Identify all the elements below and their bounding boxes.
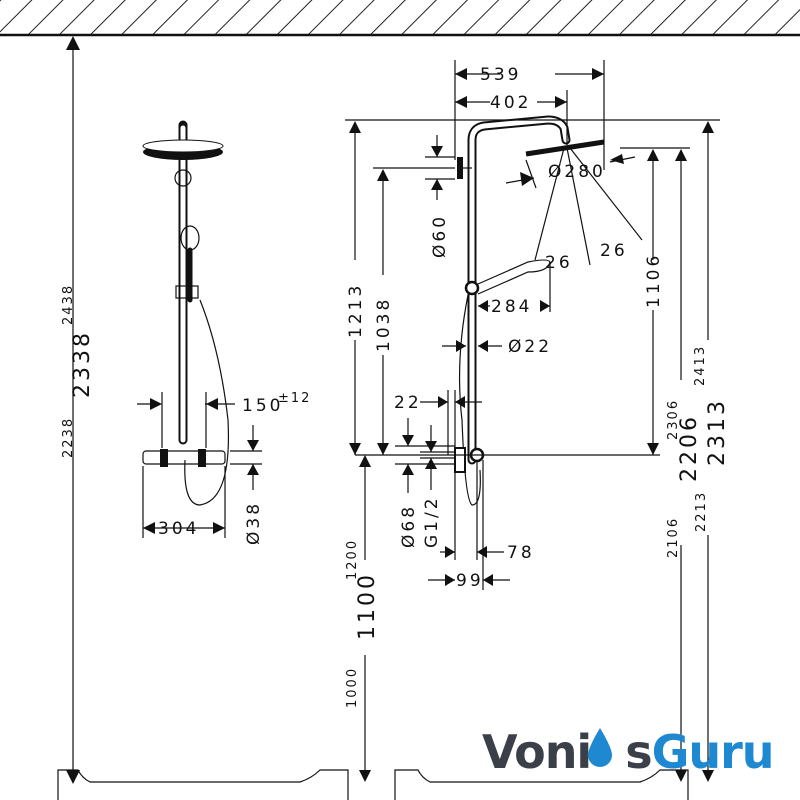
logo-text-c: Guru bbox=[652, 725, 774, 779]
left-shower-column bbox=[142, 120, 230, 506]
dim-inlet-tolerance: ±12 bbox=[278, 391, 311, 406]
dim-height-2206: 2206 bbox=[677, 414, 702, 482]
dim-bracket-diameter: Ø60 bbox=[430, 214, 450, 258]
logo-text-a: Voni bbox=[482, 725, 591, 779]
dim-height-1106: 1106 bbox=[644, 253, 664, 308]
dim-height-2106: 2106 bbox=[666, 517, 681, 558]
left-dimensions bbox=[66, 36, 262, 784]
floor-right bbox=[394, 769, 689, 800]
dim-angle-right: 26 bbox=[600, 241, 628, 261]
dim-mount-max: 1200 bbox=[345, 539, 360, 580]
dim-arm-reach-total: 539 bbox=[480, 65, 521, 85]
dim-mount-nominal: 1100 bbox=[355, 572, 380, 640]
floor-left bbox=[57, 769, 349, 800]
dim-depth-78: 78 bbox=[507, 543, 535, 563]
ceiling-hatch bbox=[0, 0, 800, 37]
dim-height-1038: 1038 bbox=[374, 297, 394, 352]
dim-height-2306: 2306 bbox=[666, 399, 681, 440]
dim-height-2313: 2313 bbox=[705, 398, 730, 466]
dim-wall-offset: 22 bbox=[394, 393, 422, 413]
dim-handshower-length: 284 bbox=[491, 297, 532, 317]
dim-depth-99: 99 bbox=[456, 571, 484, 591]
dim-mixer-width: 304 bbox=[158, 519, 199, 539]
dim-rail-diameter: Ø22 bbox=[508, 337, 552, 357]
water-drop-icon bbox=[588, 728, 612, 767]
dim-height-2413: 2413 bbox=[693, 345, 708, 386]
dim-height-min: 2238 bbox=[61, 417, 76, 458]
logo-text-b: s bbox=[625, 725, 651, 779]
dim-thread: G1/2 bbox=[422, 495, 442, 548]
dim-head-diameter: Ø280 bbox=[548, 162, 606, 182]
dim-mount-min: 1000 bbox=[345, 667, 360, 708]
dim-height-2213: 2213 bbox=[694, 491, 709, 532]
dim-arm-reach: 402 bbox=[490, 93, 531, 113]
dim-height-nominal: 2338 bbox=[70, 330, 95, 398]
dim-inlet-spacing: 150 bbox=[242, 396, 283, 416]
dim-angle-left: 26 bbox=[545, 253, 573, 273]
dim-height-max: 2438 bbox=[61, 284, 76, 325]
dim-connection-diameter: Ø68 bbox=[399, 504, 419, 548]
dim-mixer-diameter: Ø38 bbox=[244, 501, 264, 545]
dim-height-1213: 1213 bbox=[346, 283, 366, 338]
right-dimensions bbox=[345, 60, 720, 782]
right-shower-column bbox=[454, 115, 605, 506]
